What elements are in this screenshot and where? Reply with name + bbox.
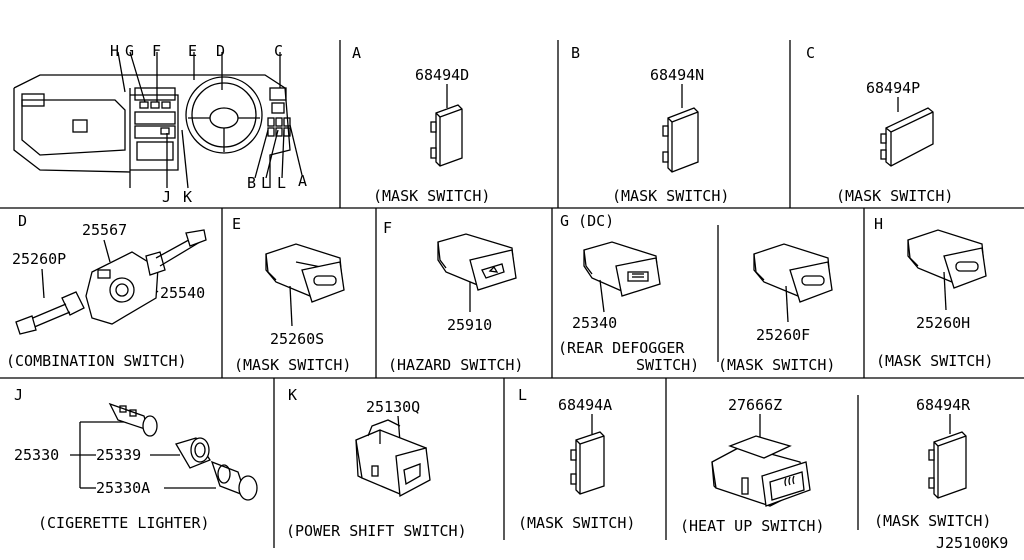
panel-d-part-25260P: 25260P (12, 250, 66, 268)
callout-L2: L (277, 174, 286, 192)
panel-g-caption-2: SWITCH) (636, 356, 699, 374)
panel-h: H 25260H (MASK SWITCH) (874, 215, 993, 370)
panel-g-part-25260F: 25260F (756, 326, 810, 344)
panel-k-part: 25130Q (366, 398, 420, 416)
panel-a-part: 68494D (415, 66, 469, 84)
panel-d-part-25567: 25567 (82, 221, 127, 239)
callout-D: D (216, 42, 225, 60)
heat-up-part: 27666Z (728, 396, 782, 414)
panel-n-part: 68494R (916, 396, 971, 414)
panel-d-letter: D (18, 212, 27, 230)
callout-B: B (247, 174, 256, 192)
panel-j-letter: J (14, 386, 23, 404)
grid-lines (0, 40, 1024, 548)
callout-H: H (110, 42, 119, 60)
panel-b: B 68494N (MASK SWITCH) (571, 44, 729, 205)
panel-e-part: 25260S (270, 330, 324, 348)
panel-c: C 68494P (MASK SWITCH) (806, 44, 953, 205)
panel-k: K 25130Q (POWER SHIFT SWITCH) (286, 386, 467, 540)
callout-K: K (183, 188, 192, 206)
callout-A: A (298, 172, 307, 190)
panel-k-letter: K (288, 386, 297, 404)
callout-F: F (152, 42, 161, 60)
panel-g: G (DC) 25340 25260F (REAR DEFOGGER SWITC… (558, 212, 835, 374)
panel-f-part: 25910 (447, 316, 492, 334)
panel-d-part-25540: 25540 (160, 284, 205, 302)
heat-up-caption: (HEAT UP SWITCH) (680, 517, 825, 535)
panel-e: E 25260S (MASK SWITCH) (232, 215, 351, 374)
callout-E: E (188, 42, 197, 60)
panel-a-caption: (MASK SWITCH) (373, 187, 490, 205)
panel-h-letter: H (874, 215, 883, 233)
panel-c-caption: (MASK SWITCH) (836, 187, 953, 205)
panel-a: A 68494D (MASK SWITCH) (352, 44, 490, 205)
callout-J: J (162, 188, 171, 206)
callout-G: G (125, 42, 134, 60)
panel-g-caption-1: (REAR DEFOGGER (558, 339, 685, 357)
panel-f-caption: (HAZARD SWITCH) (388, 356, 523, 374)
panel-j: J 25330 25339 25330A (CIGERETTE LIGHTER) (14, 386, 258, 532)
panel-j-caption: (CIGERETTE LIGHTER) (38, 514, 210, 532)
panel-j-part-25339: 25339 (96, 446, 141, 464)
panel-h-caption: (MASK SWITCH) (876, 352, 993, 370)
panel-l-caption: (MASK SWITCH) (518, 514, 635, 532)
panel-f-letter: F (383, 219, 392, 237)
panel-l: L 68494A (MASK SWITCH) (518, 386, 635, 532)
figure-code: J25100K9 (936, 534, 1008, 552)
panel-b-caption: (MASK SWITCH) (612, 187, 729, 205)
panel-g-letter: G (DC) (560, 212, 614, 230)
panel-j-part-25330A: 25330A (96, 479, 150, 497)
panel-n-caption: (MASK SWITCH) (874, 512, 991, 530)
panel-n: 68494R (MASK SWITCH) (874, 396, 991, 530)
panel-b-letter: B (571, 44, 580, 62)
panel-g-part-25340: 25340 (572, 314, 617, 332)
panel-h-part: 25260H (916, 314, 970, 332)
panel-j-part-25330: 25330 (14, 446, 59, 464)
panel-k-caption: (POWER SHIFT SWITCH) (286, 522, 467, 540)
panel-a-letter: A (352, 44, 361, 62)
panel-f: F 25910 (HAZARD SWITCH) (383, 219, 523, 374)
panel-l-part: 68494A (558, 396, 612, 414)
panel-b-part: 68494N (650, 66, 704, 84)
panel-heat-up: 27666Z (HEAT UP SWITCH) (680, 396, 825, 535)
panel-e-letter: E (232, 215, 241, 233)
callout-L1: L (261, 174, 270, 192)
panel-d-caption: (COMBINATION SWITCH) (6, 352, 187, 370)
callout-C: C (274, 42, 283, 60)
panel-c-letter: C (806, 44, 815, 62)
panel-l-letter: L (518, 386, 527, 404)
panel-g-caption-3: (MASK SWITCH) (718, 356, 835, 374)
dashboard-overview: H G F E D C J K B L L A (13, 42, 307, 206)
panel-c-part: 68494P (866, 79, 920, 97)
panel-d: D 25567 25260P 25540 (COMBINATION SWITCH… (6, 212, 207, 370)
panel-e-caption: (MASK SWITCH) (234, 356, 351, 374)
